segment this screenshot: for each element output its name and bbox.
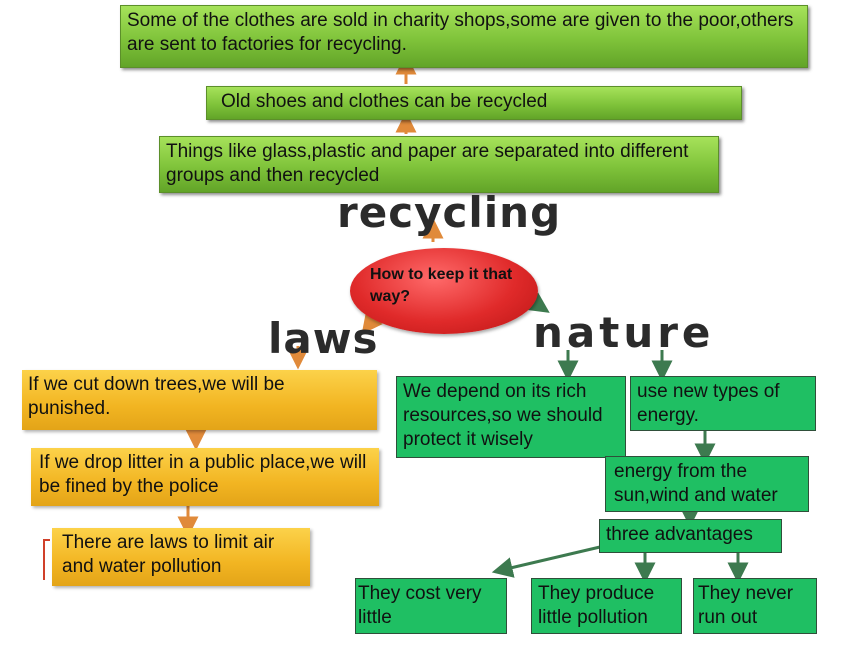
laws-item-trees: If we cut down trees,we will be punished… — [22, 370, 377, 430]
branch-title-laws: laws — [268, 314, 379, 363]
branch-title-recycling: recycling — [337, 188, 562, 237]
recycling-item-shoes: Old shoes and clothes can be recycled — [206, 86, 742, 120]
branch-title-nature: nature — [533, 308, 715, 357]
nature-item-new-energy: use new types of energy. — [630, 376, 816, 431]
arrow-adv-to-cost — [491, 545, 601, 578]
bracket-mark — [43, 539, 50, 580]
nature-item-advantages: three advantages — [599, 519, 782, 553]
advantage-cost: They cost very little — [355, 578, 507, 634]
nature-item-sources: energy from the sun,wind and water — [605, 456, 809, 512]
center-ellipse — [350, 248, 538, 334]
recycling-item-glass: Things like glass,plastic and paper are … — [159, 136, 719, 193]
recycling-item-clothes: Some of the clothes are sold in charity … — [120, 5, 808, 68]
laws-item-litter: If we drop litter in a public place,we w… — [31, 448, 379, 506]
advantage-pollution: They produce little pollution — [531, 578, 682, 634]
advantage-runout: They never run out — [693, 578, 817, 634]
center-question: How to keep it that way? — [370, 266, 513, 305]
laws-item-pollution: There are laws to limit air and water po… — [52, 528, 310, 586]
nature-item-depend: We depend on its rich resources,so we sh… — [396, 376, 626, 458]
